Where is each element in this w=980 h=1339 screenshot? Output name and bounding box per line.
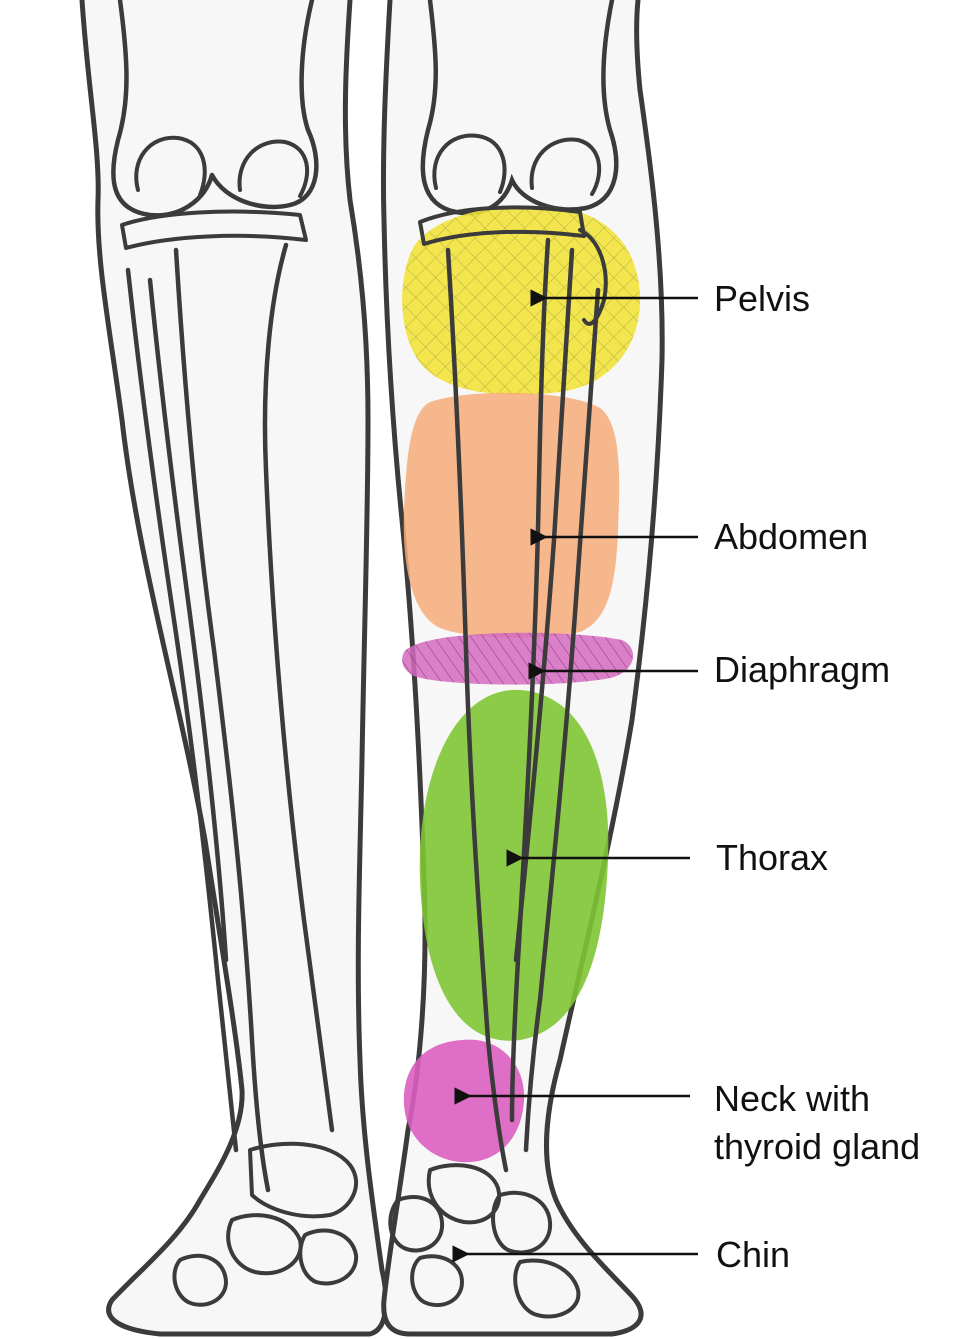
right-tibia-plateau bbox=[418, 205, 586, 246]
label-neck-line2: thyroid gland bbox=[714, 1126, 920, 1167]
right-tibia-shaft bbox=[445, 247, 509, 1173]
zone-neck bbox=[403, 1039, 525, 1163]
left-fibula-inner bbox=[147, 277, 229, 963]
left-tibia-plateau bbox=[120, 209, 308, 250]
right-leg-bones bbox=[388, 205, 608, 1319]
left-tibia-lateral bbox=[262, 242, 335, 1133]
right-condyle-lateral bbox=[529, 137, 602, 196]
zone-diaphragm bbox=[402, 632, 634, 685]
left-leg-outline bbox=[79, 0, 389, 1337]
label-diaphragm: Diaphragm bbox=[714, 649, 890, 690]
label-abdomen: Abdomen bbox=[714, 516, 868, 557]
right-femur bbox=[420, 0, 619, 216]
left-foot-bones bbox=[172, 1141, 359, 1307]
pelvis-hatch bbox=[402, 205, 640, 395]
diaphragm-hatch bbox=[402, 632, 634, 685]
zone-pelvis bbox=[402, 205, 640, 395]
neck-zone bbox=[403, 1039, 525, 1163]
right-tibia-inner bbox=[513, 247, 575, 963]
leader-lines bbox=[452, 289, 698, 1263]
label-chin: Chin bbox=[716, 1234, 790, 1275]
labels: Pelvis Abdomen Diaphragm Thorax Neck wit… bbox=[714, 278, 920, 1275]
thorax-zone bbox=[419, 689, 609, 1041]
label-pelvis: Pelvis bbox=[714, 278, 810, 319]
left-fibula bbox=[125, 267, 239, 1153]
left-tibia bbox=[173, 247, 271, 1193]
left-leg bbox=[79, 0, 389, 1337]
left-condyle-medial bbox=[134, 135, 207, 197]
right-fibula bbox=[523, 287, 601, 1153]
right-tibia-crest bbox=[509, 237, 551, 1123]
zone-thorax bbox=[419, 689, 609, 1041]
right-condyle-medial bbox=[432, 133, 507, 194]
label-thorax: Thorax bbox=[716, 837, 828, 878]
right-fibula-head bbox=[578, 228, 608, 326]
left-femur bbox=[111, 0, 319, 218]
label-neck-line1: Neck with bbox=[714, 1078, 870, 1119]
right-foot-bones bbox=[388, 1163, 581, 1319]
left-condyle-lateral bbox=[237, 139, 309, 198]
